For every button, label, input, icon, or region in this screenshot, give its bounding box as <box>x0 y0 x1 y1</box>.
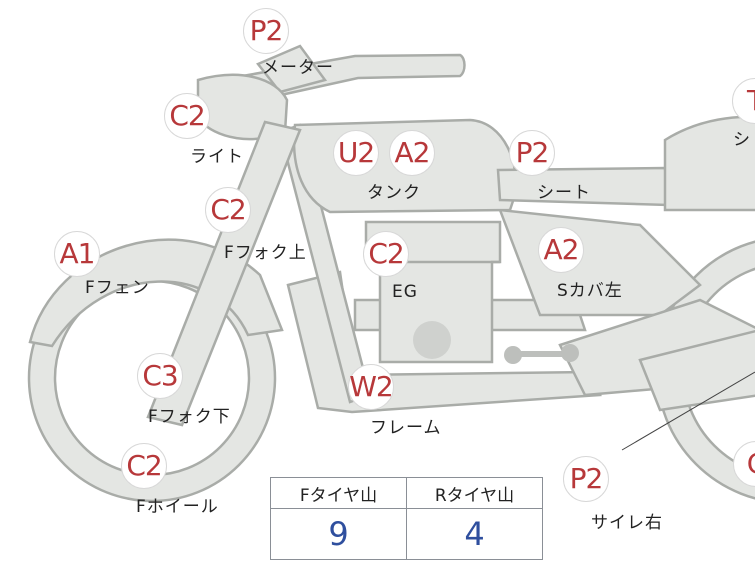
rear-tread-header: Rタイヤ山 <box>406 477 543 509</box>
fork-lower-label: Fフォク下 <box>148 407 231 427</box>
side-cover-label: Sカバ左 <box>557 281 623 301</box>
tank-code-badge-u: U2 <box>333 130 379 176</box>
engine-label: EG <box>392 282 418 302</box>
wheel-code-badge: C2 <box>121 443 167 489</box>
tail-label: シ <box>733 130 751 150</box>
front-tread-value: 9 <box>270 508 407 560</box>
meter-body <box>256 44 328 94</box>
side-cover-code-badge: A2 <box>538 227 584 273</box>
seat-code-badge: P2 <box>509 130 555 176</box>
rear-tread-value: 4 <box>406 508 543 560</box>
engine-code-badge: C2 <box>363 231 409 277</box>
tail-cowl <box>663 115 755 212</box>
meter-label: メーター <box>262 58 334 78</box>
front-tread-header: Fタイヤ山 <box>270 477 407 509</box>
light-code-badge: C2 <box>164 93 210 139</box>
tread-depth-table: Fタイヤ山 Rタイヤ山 9 4 <box>270 477 543 560</box>
frame-label: フレーム <box>370 418 442 438</box>
muffler-label: サイレ右 <box>591 513 663 533</box>
light-label: ライト <box>190 147 244 167</box>
fork-upper-label: Fフォク上 <box>224 243 307 263</box>
fork-lower-code-badge: C3 <box>137 353 183 399</box>
fender-code-badge: A1 <box>54 231 100 277</box>
wheel-label: Fホイール <box>136 497 219 517</box>
meter-code-badge: P2 <box>243 8 289 54</box>
fender-label: Fフェン <box>85 278 150 298</box>
tank-label: タンク <box>367 183 421 203</box>
tank-code-badge-a: A2 <box>389 130 435 176</box>
frame-code-badge: W2 <box>348 364 394 410</box>
seat-label: シート <box>537 183 591 203</box>
front-fork <box>146 120 302 427</box>
muffler-code-badge: P2 <box>563 456 609 502</box>
fork-upper-code-badge: C2 <box>205 187 251 233</box>
muffler-leader-line <box>621 371 755 451</box>
